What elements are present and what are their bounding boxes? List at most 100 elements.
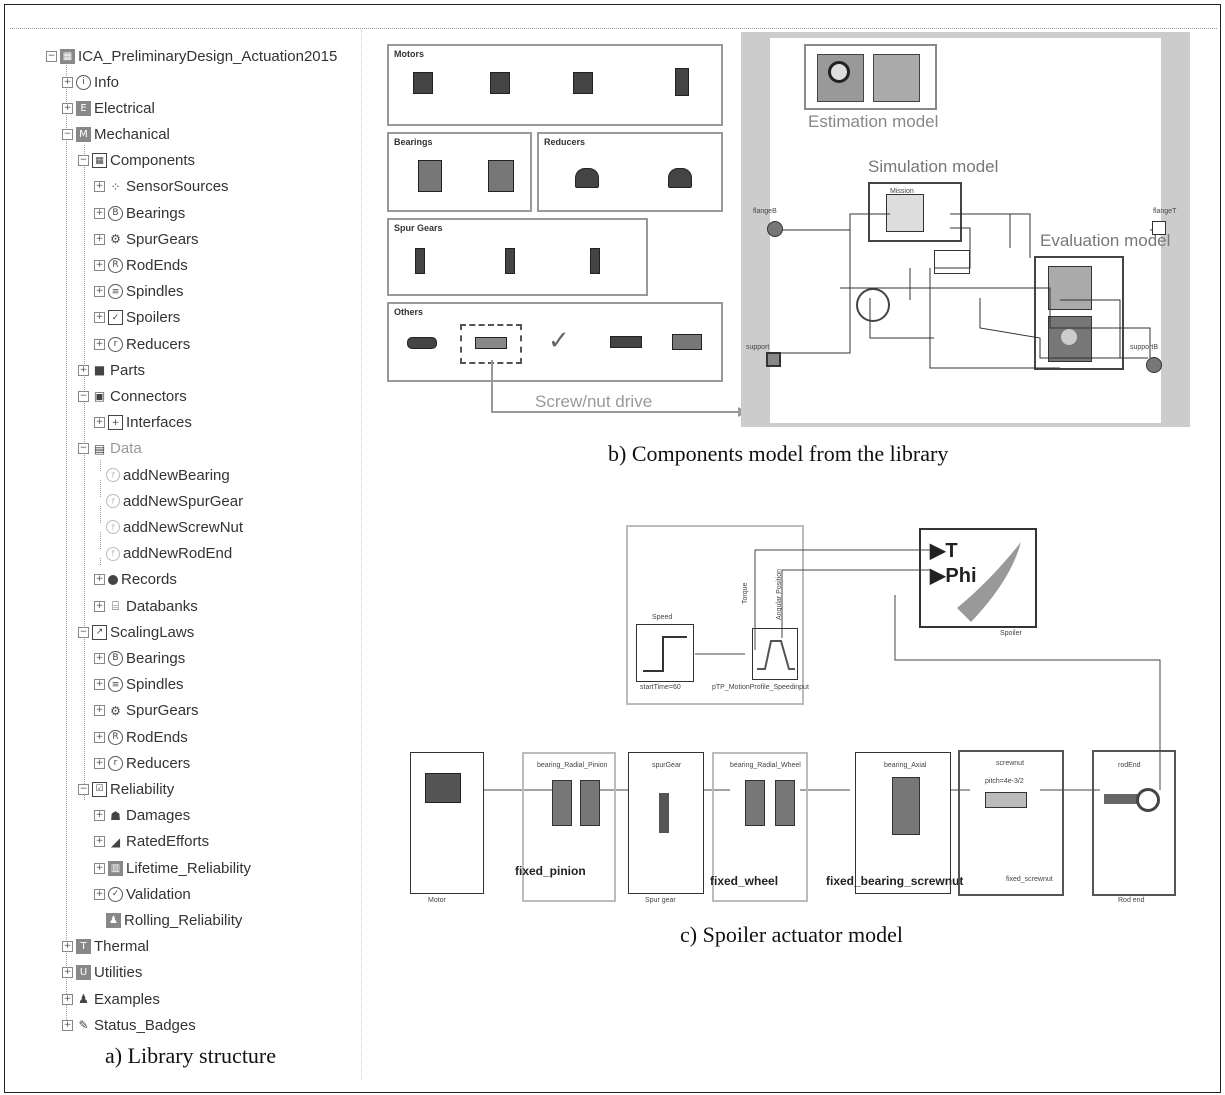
tree-item-spindles[interactable]: +≡Spindles (94, 674, 184, 696)
collapse-icon[interactable]: − (78, 626, 89, 638)
spur-gear-icon[interactable] (415, 248, 425, 274)
spur-gear-with-axle-icon[interactable] (505, 248, 515, 274)
expand-icon[interactable]: + (78, 364, 89, 376)
spur-gear-block[interactable] (628, 752, 704, 894)
collapse-icon[interactable]: − (78, 390, 89, 402)
expand-icon[interactable]: + (94, 286, 105, 298)
tree-item-interfaces[interactable]: ++Interfaces (94, 412, 192, 434)
expand-icon[interactable]: + (62, 1019, 73, 1031)
dc-motor-icon[interactable] (490, 72, 510, 94)
expand-icon[interactable]: + (62, 967, 73, 979)
generic-motor-icon[interactable] (413, 72, 433, 94)
screw-nut-drive-icon[interactable] (475, 337, 507, 349)
speed-step-block[interactable] (636, 624, 694, 682)
tree-item-spindles[interactable]: +≡Spindles (94, 281, 184, 303)
roller-screw-icon[interactable] (610, 336, 642, 348)
collapse-icon[interactable]: − (78, 783, 89, 795)
support-port[interactable] (766, 352, 781, 367)
collapse-icon[interactable]: − (46, 50, 57, 62)
tree-root[interactable]: − ▦ ICA_PreliminaryDesign_Actuation2015 (46, 45, 337, 67)
tree-item-scalinglaws[interactable]: −↗ScalingLaws (78, 621, 194, 643)
expand-icon[interactable]: + (94, 312, 105, 324)
tree-item-parts[interactable]: +■Parts (78, 359, 145, 381)
expand-icon[interactable]: + (62, 102, 73, 114)
tree-item-damages[interactable]: +☗Damages (94, 805, 190, 827)
tree-item-status-badges[interactable]: +✎Status_Badges (62, 1014, 196, 1036)
tree-item-examples[interactable]: +♟Examples (62, 988, 160, 1010)
expand-icon[interactable]: + (94, 757, 105, 769)
motor-block[interactable] (410, 752, 484, 894)
brushless-motor-icon[interactable] (573, 72, 593, 94)
expand-icon[interactable]: + (94, 417, 105, 429)
pinion-bearing-right[interactable] (580, 780, 600, 826)
tree-item-validation[interactable]: +✓Validation (94, 883, 191, 905)
expand-icon[interactable]: + (62, 993, 73, 1005)
expand-icon[interactable]: + (94, 810, 105, 822)
tree-item-reliability[interactable]: −☑Reliability (78, 778, 174, 800)
spur-gear-with-shaft-icon[interactable] (590, 248, 600, 274)
expand-icon[interactable]: + (94, 259, 105, 271)
collapse-icon[interactable]: − (62, 128, 73, 140)
flangeB-port[interactable] (767, 221, 783, 237)
tree-item-data[interactable]: −▤Data (78, 438, 142, 460)
scaling-law-icon[interactable] (817, 54, 864, 102)
tree-item-spoilers[interactable]: +✓Spoilers (94, 307, 180, 329)
expand-icon[interactable]: + (94, 836, 105, 848)
rod-end-icon[interactable] (407, 337, 437, 349)
pinion-bearing-left[interactable] (552, 780, 572, 826)
expand-icon[interactable]: + (94, 731, 105, 743)
expand-icon[interactable]: + (94, 652, 105, 664)
epicycloidal-reducer-icon[interactable] (668, 168, 692, 188)
axial-bearing-block[interactable] (855, 752, 951, 894)
linear-motor-icon[interactable] (675, 68, 689, 96)
expand-icon[interactable]: + (94, 862, 105, 874)
radial-bearing-icon[interactable] (488, 160, 514, 192)
mission-block[interactable] (886, 194, 924, 232)
speed-sensor-block[interactable] (856, 288, 890, 322)
tree-item-databanks[interactable]: +⌸Databanks (94, 595, 198, 617)
reliability-block[interactable] (1048, 266, 1092, 310)
flangeT-port[interactable] (1152, 221, 1166, 235)
rod-end-shaft-icon[interactable] (1104, 794, 1140, 804)
motion-profile-block[interactable] (752, 628, 798, 680)
tree-item-lifetime-reliability[interactable]: +▥Lifetime_Reliability (94, 857, 251, 879)
wheel-bearing-right[interactable] (775, 780, 795, 826)
tree-item-connectors[interactable]: −▣Connectors (78, 385, 187, 407)
case-study-icon[interactable] (873, 54, 920, 102)
axial-bearing-icon[interactable] (418, 160, 442, 192)
tree-item-spurgears[interactable]: +⚙SpurGears (94, 700, 199, 722)
validation-block[interactable] (1048, 316, 1092, 362)
tree-item-components[interactable]: −▦Components (78, 150, 195, 172)
slider-mechanism-icon[interactable] (672, 334, 702, 350)
expand-icon[interactable]: + (94, 600, 105, 612)
collapse-icon[interactable]: − (78, 155, 89, 167)
expand-icon[interactable]: + (94, 574, 105, 586)
expand-icon[interactable]: + (94, 888, 105, 900)
spoiler-icon[interactable]: ✓ (548, 326, 570, 356)
supportB-port[interactable] (1146, 357, 1162, 373)
expand-icon[interactable]: + (94, 679, 105, 691)
expand-icon[interactable]: + (62, 76, 73, 88)
expand-icon[interactable]: + (94, 338, 105, 350)
expand-icon[interactable]: + (94, 233, 105, 245)
spoiler-block[interactable] (919, 528, 1037, 628)
tree-item-spurgears[interactable]: +⚙SpurGears (94, 228, 199, 250)
collapse-icon[interactable]: − (78, 443, 89, 455)
screwnut-icon[interactable] (985, 792, 1027, 808)
tree-item-sensorsources[interactable]: +⁘SensorSources (94, 176, 229, 198)
tree-item-records[interactable]: +Records (94, 569, 177, 591)
expand-icon[interactable]: + (94, 181, 105, 193)
